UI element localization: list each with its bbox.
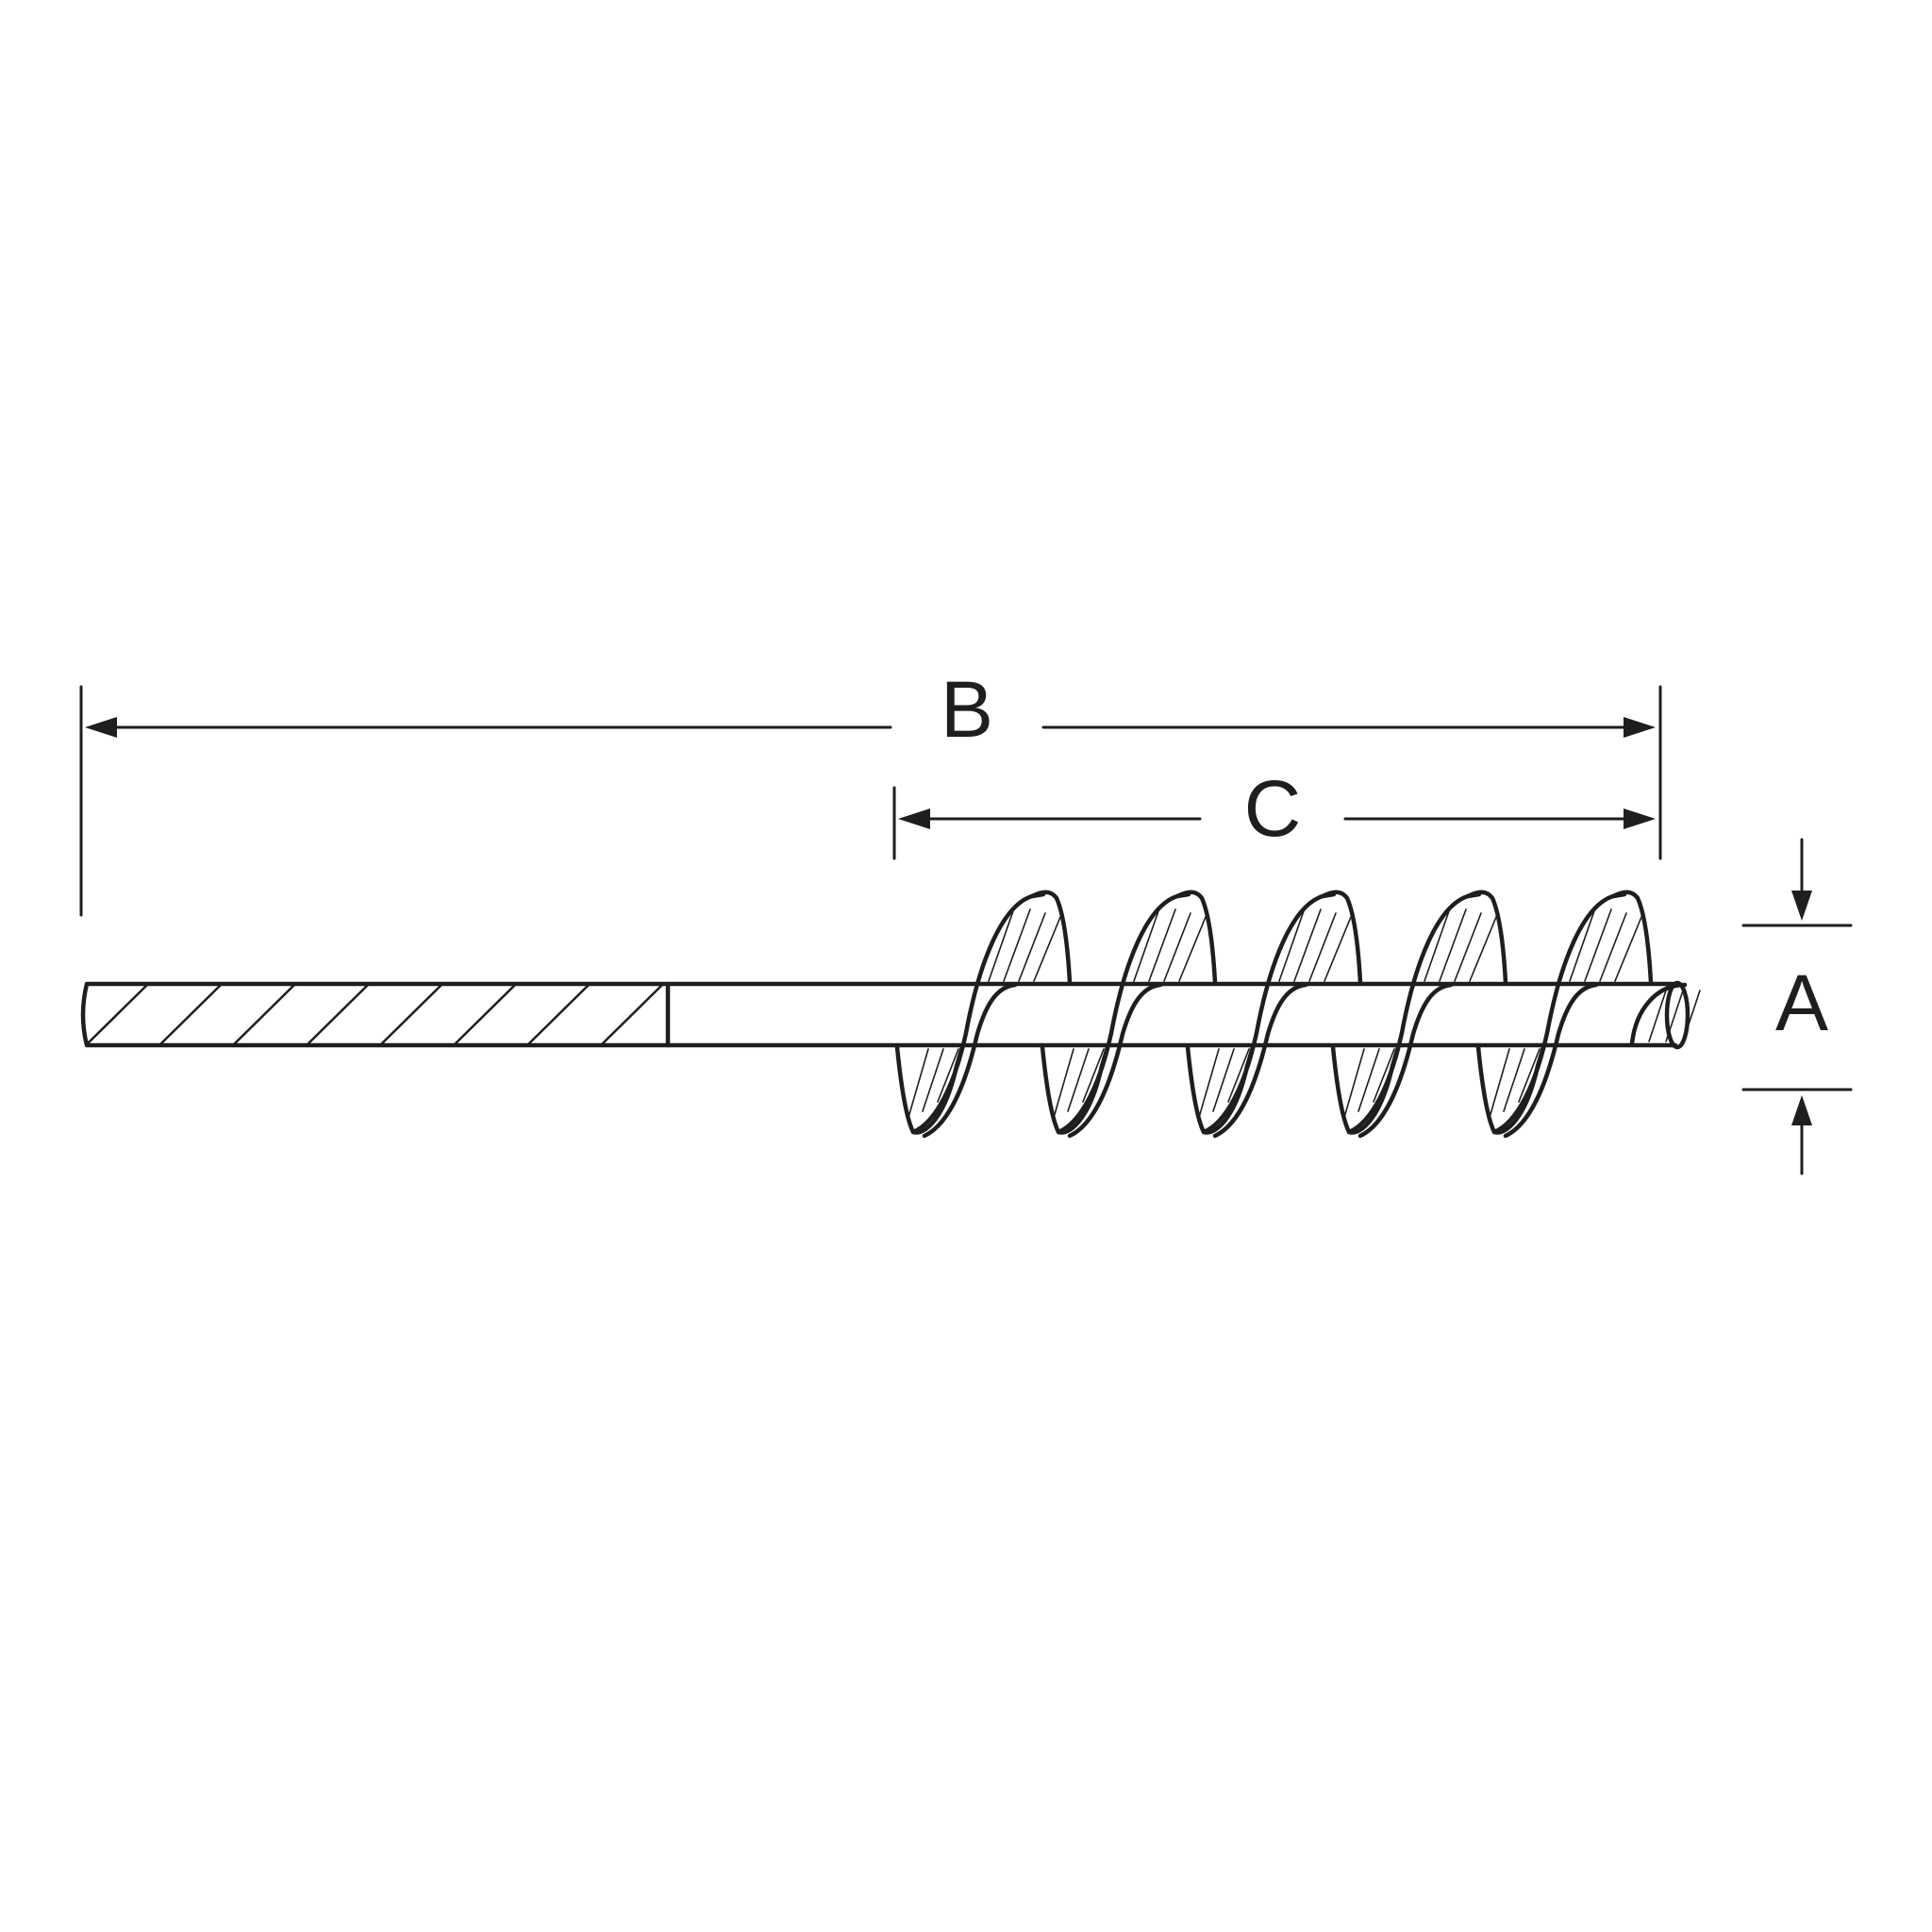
handle-outline [80,981,671,1048]
dimension-c-arrow-right [1624,808,1656,829]
handle-hatch-line-5 [379,983,443,1046]
bristle-flight-2 [1040,890,1218,1139]
flight-top-hatch [1018,912,1046,982]
flight-lower-hatch [1197,1048,1220,1122]
flight-top-hatch [1599,912,1627,982]
flight-top-hatch [1178,916,1207,982]
flight-lower-hatch [1227,1048,1250,1103]
flight-lower-hatch [1357,1048,1380,1112]
flight-top-hatch [988,905,1016,982]
bristle-flight-3 [1185,890,1363,1139]
dimension-c-arrow-left [898,808,930,829]
flight-tail-hatch [1682,990,1701,1042]
wire-handle [80,981,671,1048]
handle-hatch-line-4 [306,983,370,1046]
flight-top-lobe [1174,890,1218,986]
flight-front-edge [1201,891,1337,1135]
dimension-a: A [1741,838,1853,1175]
flight-top-hatch [1148,908,1176,982]
dimension-b: B [79,665,1662,917]
flight-front-edge [1491,891,1627,1135]
handle-hatch-line-1 [85,983,149,1046]
handle-twist-hatching [85,983,664,1046]
flight-tail-hatch [1648,990,1667,1042]
handle-hatch-line-8 [600,983,664,1046]
flight-lower-hatch [1503,1048,1525,1112]
dimension-b-label: B [941,665,993,754]
handle-hatch-line-2 [158,983,223,1046]
flight-front-edge [910,891,1046,1135]
handle-hatch-line-7 [526,983,591,1046]
flight-inner-edge [1357,982,1454,1139]
flight-inner-edge [1212,982,1308,1139]
dimension-a-arrow-top [1791,891,1812,921]
flight-top-hatch [1569,905,1597,982]
flight-top-hatch [1033,916,1061,982]
dimension-c-label: C [1244,764,1302,853]
flight-lower-hatch [1488,1048,1510,1122]
bristle-flight-5 [1475,890,1654,1139]
core-tip-cap [1664,980,1690,1050]
dimension-b-arrow-right [1624,717,1656,738]
helical-bristles [894,890,1701,1139]
flight-front-edge [1056,891,1191,1135]
bristle-flight-1 [894,890,1073,1139]
flight-top-lobe [1029,890,1073,986]
dimension-a-label: A [1775,958,1828,1047]
flight-top-hatch [1293,908,1322,982]
flight-lower-hatch [1342,1048,1365,1122]
flight-inner-edge [922,982,1018,1139]
flight-top-hatch [1584,908,1612,982]
dimension-b-arrow-left [85,717,117,738]
flight-lower-hatch [1373,1048,1395,1103]
flight-top-lobe [1610,890,1654,986]
flight-tail-hatch [1665,990,1684,1042]
flight-top-lobe [1320,890,1363,986]
flight-lower-hatch [922,1048,944,1112]
flight-lower-hatch [1052,1048,1074,1122]
bristle-flight-tail [1629,982,1701,1046]
flight-lower-hatch [1082,1048,1105,1103]
flight-lower-hatch [1518,1048,1541,1103]
flight-inner-edge [1067,982,1163,1139]
flight-lower-hatch [1067,1048,1090,1112]
dimension-a-arrow-bottom [1791,1095,1812,1125]
flight-top-hatch [1308,912,1337,982]
flight-top-hatch [1439,908,1467,982]
flight-lower-hatch [937,1048,959,1103]
handle-hatch-line-6 [453,983,517,1046]
flight-top-hatch [1163,912,1191,982]
flight-top-hatch [1424,905,1452,982]
flight-top-lobe [1465,890,1508,986]
dimension-c: C [892,764,1656,860]
handle-hatch-line-3 [232,983,296,1046]
flight-lower-hatch [1212,1048,1235,1112]
brush-core [665,980,1690,1050]
flight-tail-edge [1629,982,1688,1046]
flight-top-hatch [1278,905,1307,982]
flight-top-hatch [1454,912,1482,982]
flight-top-hatch [1133,905,1161,982]
flight-front-edge [1346,891,1482,1135]
flight-inner-edge [1503,982,1599,1139]
flight-top-hatch [1614,916,1642,982]
flight-top-hatch [1469,916,1497,982]
flight-top-hatch [1324,916,1352,982]
flight-lower-hatch [907,1048,929,1122]
bristle-flight-4 [1330,890,1508,1139]
flight-top-hatch [1003,908,1031,982]
